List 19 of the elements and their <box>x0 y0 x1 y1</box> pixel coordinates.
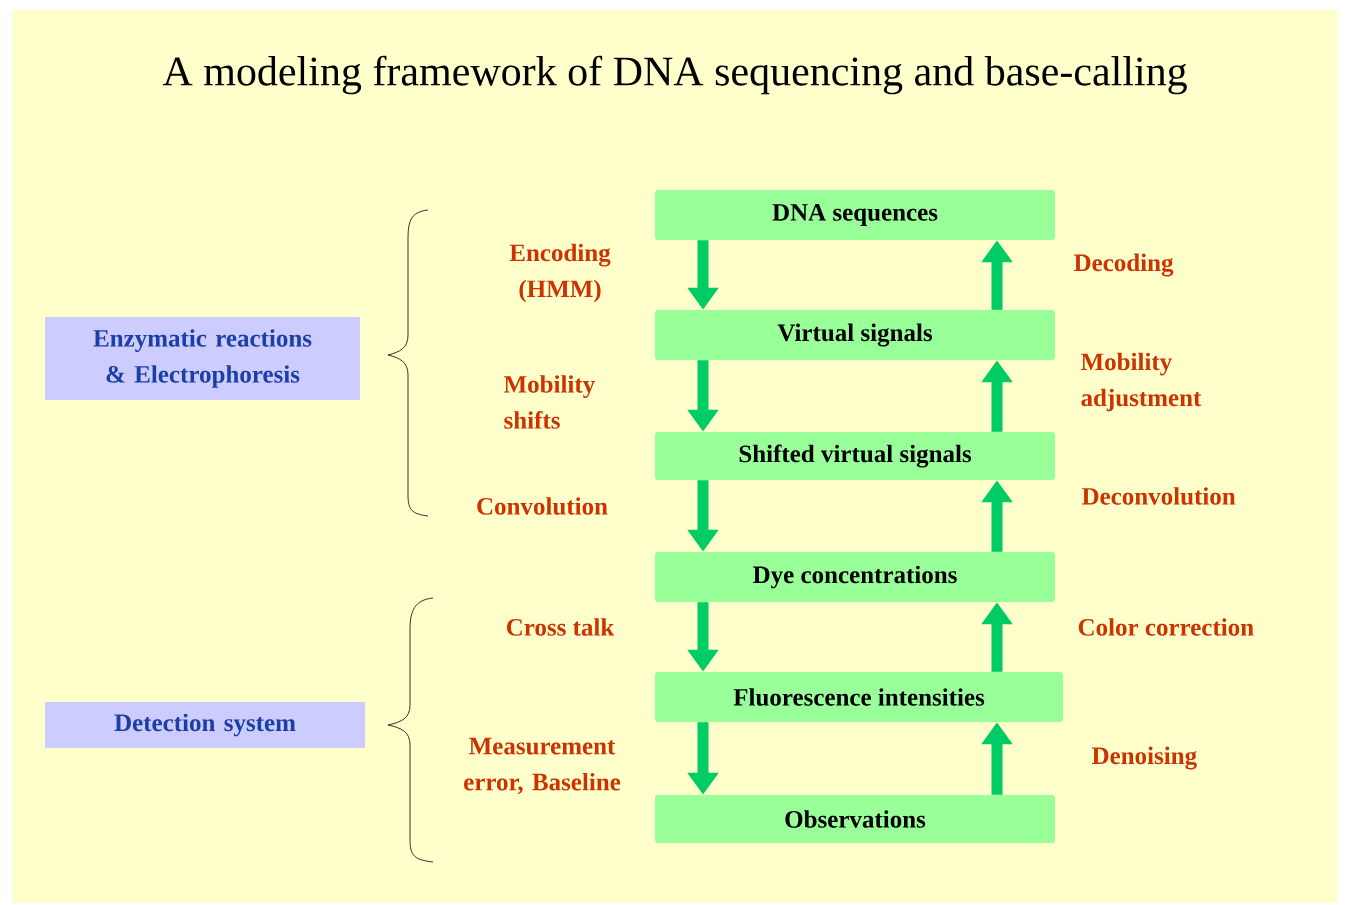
edge-label: Denoising <box>1092 746 1197 770</box>
edge-label: Convolution <box>477 497 608 515</box>
edge-label: Mobility shifts <box>503 375 595 429</box>
edge-label: Decoding <box>1074 253 1174 277</box>
process-box: Observations <box>655 795 1055 843</box>
edge-label: Cross talk <box>506 618 615 636</box>
edge-label: Color correction <box>1078 618 1254 636</box>
process-box: Virtual signals <box>655 310 1055 360</box>
process-box: Fluorescence intensities <box>655 672 1063 722</box>
process-box: Shifted virtual signals <box>655 432 1055 480</box>
process-box: DNA sequences <box>655 190 1055 240</box>
edge-label: Encoding (HMM) <box>509 243 611 303</box>
edge-label: Measurement error, Baseline <box>464 737 621 795</box>
process-box: Dye concentrations <box>655 552 1055 602</box>
category-box: Enzymatic reactions & Electrophoresis <box>45 317 360 400</box>
edge-label: Mobility adjustment <box>1080 352 1202 412</box>
edge-label: Deconvolution <box>1082 487 1236 505</box>
title: A modeling framework of DNA sequencing and base-calling <box>162 55 1187 95</box>
category-box: Detection system <box>45 702 365 748</box>
